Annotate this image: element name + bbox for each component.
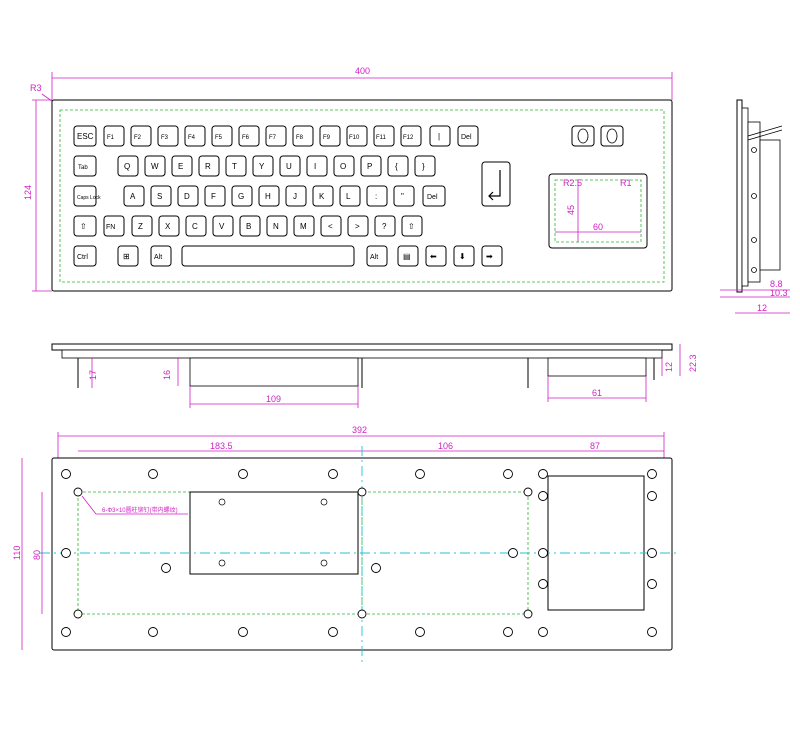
top-view: 400 R3 124 ESC F1 F2 F3 F4 F5 F6 F7 F8 F…: [23, 66, 673, 292]
key-question[interactable]: ?: [382, 222, 387, 231]
key-quote[interactable]: ": [401, 192, 404, 201]
key-l[interactable]: L: [346, 192, 351, 201]
dim-pad-radius-left: R2.5: [563, 178, 582, 188]
key-f1[interactable]: F1: [107, 135, 115, 141]
key-del-top[interactable]: Del: [461, 134, 472, 141]
dim-pad-radius-right: R1: [620, 178, 632, 188]
key-f11[interactable]: F11: [376, 135, 387, 141]
key-greater-than[interactable]: >: [355, 222, 360, 231]
dim-bottom-a: 183.5: [210, 441, 233, 451]
key-x[interactable]: X: [165, 222, 171, 231]
key-f8[interactable]: F8: [296, 135, 304, 141]
dim-top-width: 400: [355, 66, 370, 76]
key-m[interactable]: M: [300, 222, 307, 231]
mouse-right-icon: [606, 128, 618, 144]
dim-bottom-h2: 80: [32, 550, 42, 560]
key-f6[interactable]: F6: [242, 135, 250, 141]
dim-side-c: 12: [757, 303, 767, 313]
key-esc[interactable]: ESC: [77, 132, 94, 141]
key-n[interactable]: N: [273, 222, 279, 231]
dim-pad-height: 45: [566, 205, 576, 215]
dim-front-a: 17: [88, 370, 98, 380]
front-view: 17 16 109 12 22.3 61: [51, 343, 698, 408]
key-shift-right[interactable]: ⇧: [408, 222, 415, 231]
key-w[interactable]: W: [151, 162, 159, 171]
dim-side-a: 8.8: [770, 279, 783, 289]
key-fn[interactable]: FN: [106, 224, 115, 231]
mouse-right-button[interactable]: [600, 125, 624, 147]
key-f9[interactable]: F9: [323, 135, 331, 141]
key-windows[interactable]: ⊞: [123, 252, 130, 261]
bottom-view: 392 183.5 106 87 110 80 6-Φ3×10圆柱铆钉(带内螺纹…: [12, 425, 680, 664]
dim-top-height: 124: [23, 185, 33, 200]
dim-bottom-total: 392: [352, 425, 367, 435]
key-shift-left[interactable]: ⇧: [80, 222, 87, 231]
key-c[interactable]: C: [192, 222, 198, 231]
key-v[interactable]: V: [219, 222, 225, 231]
dim-front-d: 12: [664, 362, 674, 372]
key-enter[interactable]: [481, 161, 511, 207]
note-rivet: 6-Φ3×10圆柱铆钉(带内螺纹): [102, 506, 178, 514]
key-colon[interactable]: :: [375, 192, 377, 201]
key-less-than[interactable]: <: [328, 222, 333, 231]
key-arrow-down[interactable]: ⬇: [459, 252, 466, 261]
key-s[interactable]: S: [157, 192, 162, 201]
dim-bottom-c: 87: [590, 441, 600, 451]
key-menu[interactable]: ▤: [403, 252, 411, 261]
key-ctrl[interactable]: Ctrl: [77, 254, 88, 261]
key-h[interactable]: H: [265, 192, 271, 201]
key-f5[interactable]: F5: [215, 135, 223, 141]
key-d[interactable]: D: [184, 192, 190, 201]
key-tab[interactable]: Tab: [78, 165, 88, 171]
key-j[interactable]: J: [293, 192, 297, 201]
key-t[interactable]: T: [232, 162, 237, 171]
enter-arrow-icon: [488, 170, 501, 201]
f-keys-row: F1 F2 F3 F4 F5 F6 F7 F8 F9 F10 F11 F12: [103, 125, 422, 147]
key-a[interactable]: A: [130, 192, 136, 201]
key-brace-left[interactable]: {: [395, 162, 398, 171]
key-alt-left[interactable]: Alt: [154, 254, 162, 261]
key-k[interactable]: K: [319, 192, 325, 201]
key-f7[interactable]: F7: [269, 135, 277, 141]
key-arrow-right[interactable]: ➡: [486, 252, 493, 261]
key-o[interactable]: O: [340, 162, 346, 171]
key-space[interactable]: [181, 245, 355, 267]
key-r[interactable]: R: [205, 162, 211, 171]
key-p[interactable]: P: [367, 162, 372, 171]
key-brace-right[interactable]: }: [422, 162, 425, 171]
side-view: 8.8 10.3 12: [720, 99, 790, 314]
mouse-left-icon: [577, 128, 589, 144]
touchpad[interactable]: [548, 173, 648, 249]
key-y[interactable]: Y: [259, 162, 265, 171]
key-g[interactable]: G: [238, 192, 244, 201]
dim-front-f: 61: [592, 388, 602, 398]
key-f[interactable]: F: [211, 192, 216, 201]
dim-corner-radius: R3: [30, 83, 42, 93]
key-f3[interactable]: F3: [161, 135, 169, 141]
key-z[interactable]: Z: [138, 222, 143, 231]
key-u[interactable]: U: [286, 162, 292, 171]
key-b[interactable]: B: [246, 222, 251, 231]
key-f2[interactable]: F2: [134, 135, 142, 141]
key-f10[interactable]: F10: [349, 135, 360, 141]
dim-side-b: 10.3: [770, 288, 788, 298]
key-alt-right[interactable]: Alt: [370, 254, 378, 261]
key-i[interactable]: I: [314, 162, 316, 171]
key-f4[interactable]: F4: [188, 135, 196, 141]
dim-bottom-h1: 110: [12, 546, 22, 560]
key-f12[interactable]: F12: [403, 135, 414, 141]
mouse-left-button[interactable]: [571, 125, 595, 147]
key-e[interactable]: E: [178, 162, 183, 171]
key-q[interactable]: Q: [124, 162, 130, 171]
dim-front-c: 109: [266, 394, 281, 404]
key-arrow-left[interactable]: ⬅: [430, 252, 437, 261]
dim-front-b: 16: [162, 370, 172, 380]
dim-pad-width: 60: [593, 222, 603, 232]
key-del[interactable]: Del: [427, 194, 438, 201]
key-caps-lock[interactable]: Caps Lock: [77, 195, 101, 201]
dim-bottom-b: 106: [438, 441, 453, 451]
dim-front-e: 22.3: [688, 354, 698, 372]
key-pipe[interactable]: |: [438, 132, 440, 141]
